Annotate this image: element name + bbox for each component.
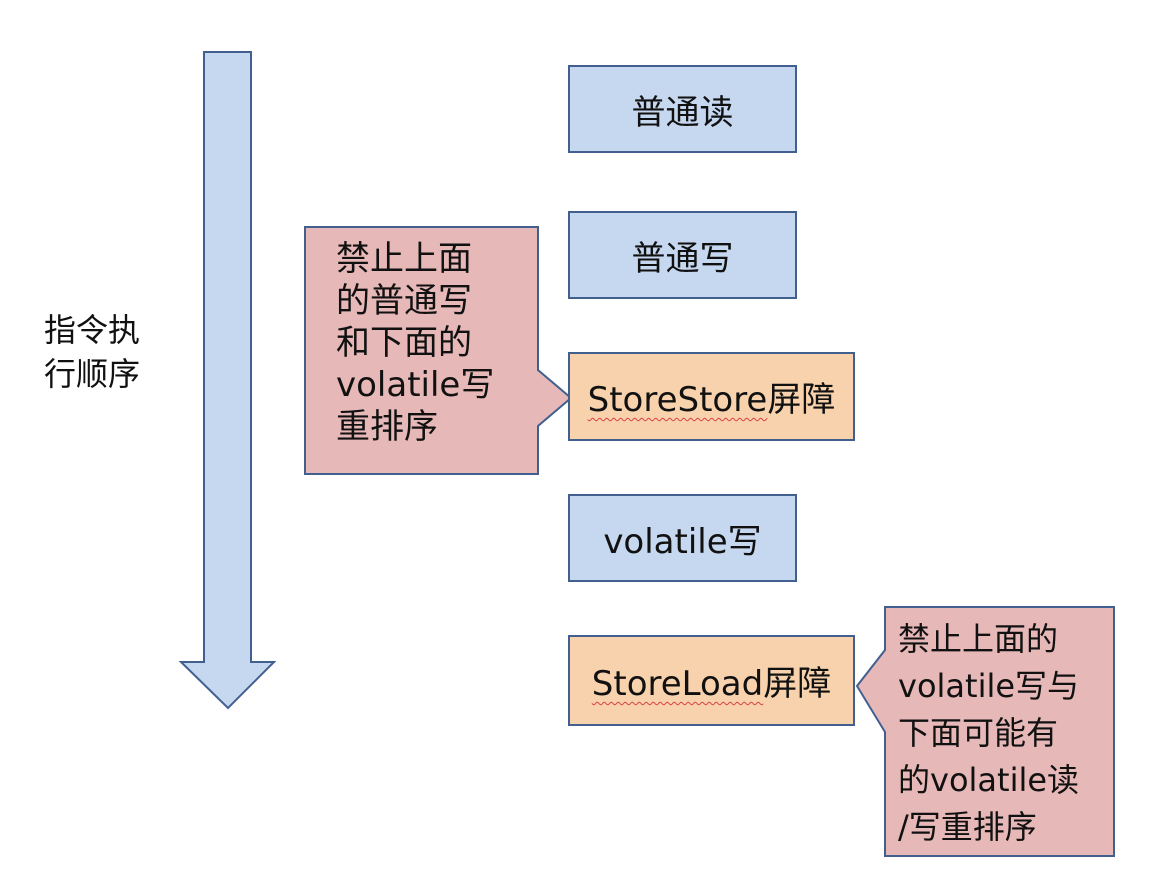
normal-write-box: 普通写 [568, 211, 797, 299]
normal-read-label: 普通读 [631, 92, 734, 133]
axis-label-line: 指令执 [44, 311, 141, 349]
storeload-term: StoreLoad [591, 664, 764, 704]
callout-line: 下面可能有 [898, 714, 1059, 752]
callout-line: 的普通写 [336, 281, 472, 321]
callout-line: 禁止上面 [336, 239, 472, 279]
callout-line: volatile写与 [898, 667, 1080, 705]
storestore-term: StoreStore [587, 380, 768, 420]
storestore-barrier-box: StoreStore屏障 [568, 352, 855, 441]
storeload-barrier-box: StoreLoad屏障 [568, 635, 855, 726]
callout-line: /写重排序 [898, 808, 1037, 846]
callout-line: 的volatile读 [898, 761, 1080, 799]
execution-order-label: 指令执 行顺序 [44, 308, 140, 396]
execution-order-arrow [178, 51, 277, 710]
callout-line: 和下面的 [336, 323, 472, 363]
storeload-barrier-label: StoreLoad屏障 [592, 656, 831, 705]
storeload-callout-bubble [855, 606, 1115, 857]
storestore-barrier-label: StoreStore屏障 [588, 372, 836, 421]
barrier-suffix: 屏障 [763, 664, 832, 704]
volatile-write-box: volatile写 [568, 494, 797, 582]
storestore-callout-text: 禁止上面 的普通写 和下面的 volatile写 重排序 [336, 238, 494, 448]
storeload-callout-text: 禁止上面的 volatile写与 下面可能有 的volatile读 /写重排序 [898, 616, 1079, 851]
storestore-callout-bubble [304, 226, 573, 475]
callout-line: volatile写 [336, 365, 495, 405]
axis-label-line: 行顺序 [44, 355, 141, 393]
callout-line: 禁止上面的 [898, 620, 1059, 658]
normal-write-label: 普通写 [631, 238, 734, 279]
volatile-write-label: volatile写 [603, 521, 762, 562]
barrier-suffix: 屏障 [767, 380, 836, 420]
callout-line: 重排序 [336, 407, 438, 447]
normal-read-box: 普通读 [568, 65, 797, 153]
